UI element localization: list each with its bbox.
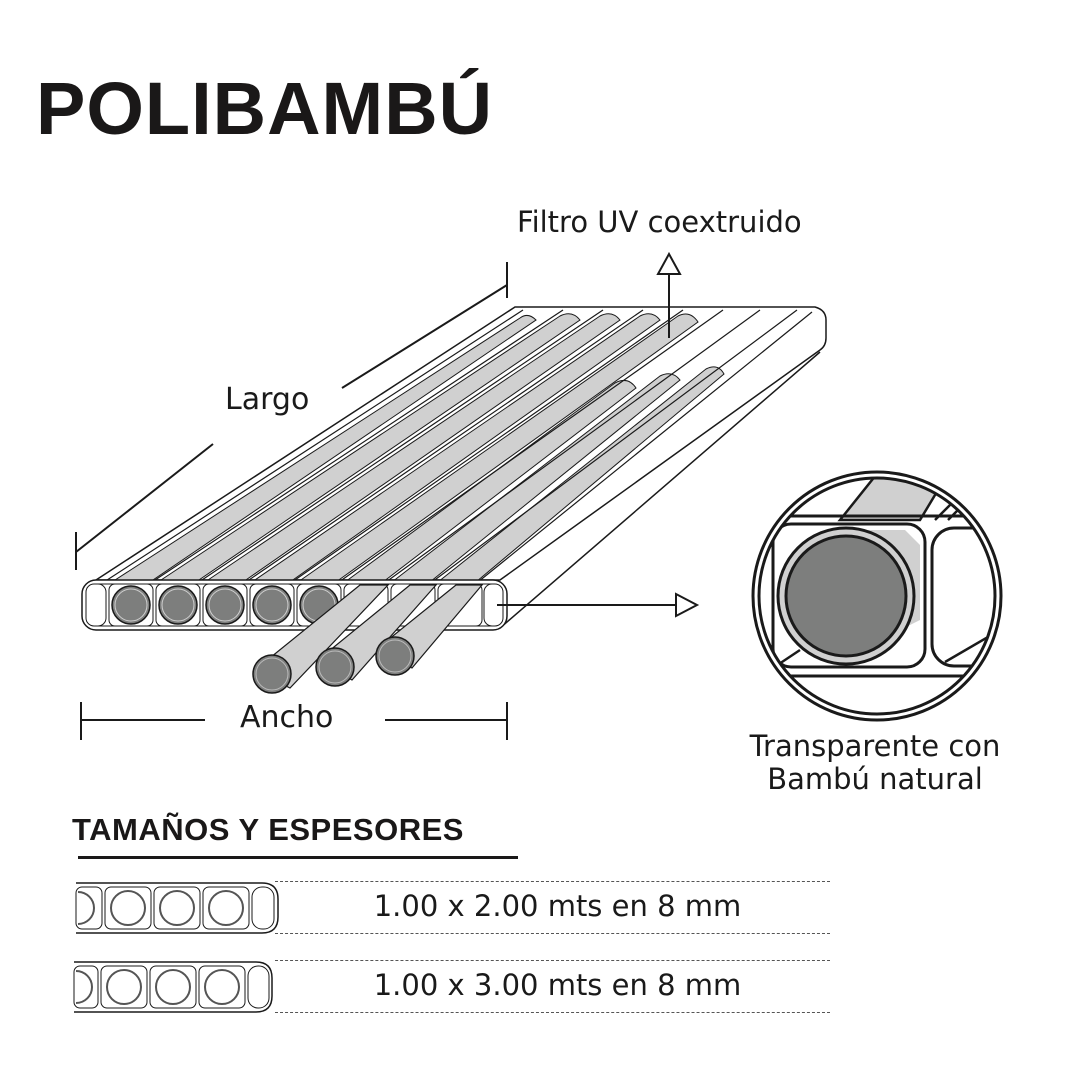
detail-magnifier	[751, 470, 1003, 722]
detail-caption: Transparente con Bambú natural	[720, 730, 1030, 796]
length-dimension-line	[75, 262, 508, 570]
sheet-profile-icon	[75, 882, 279, 934]
detail-caption-line2: Bambú natural	[767, 762, 983, 796]
sizes-heading: TAMAÑOS Y ESPESORES	[72, 812, 464, 847]
size-label: 1.00 x 3.00 mts en 8 mm	[373, 968, 742, 1002]
dashed-divider	[275, 933, 830, 934]
detail-caption-line1: Transparente con	[749, 729, 1001, 763]
size-row: 1.00 x 3.00 mts en 8 mm	[0, 960, 1079, 1020]
uv-filter-label: Filtro UV coextruido	[517, 205, 802, 239]
size-row: 1.00 x 2.00 mts en 8 mm	[0, 881, 1079, 941]
sizes-heading-underline	[78, 856, 518, 859]
width-label: Ancho	[240, 700, 334, 735]
dashed-divider	[275, 1012, 830, 1013]
sheet-profile-icon	[73, 961, 273, 1013]
dashed-divider	[275, 960, 830, 961]
sheet-top-surface	[93, 306, 827, 629]
width-dimension-line	[80, 702, 508, 740]
dashed-divider	[275, 881, 830, 882]
size-label: 1.00 x 2.00 mts en 8 mm	[373, 889, 742, 923]
length-label: Largo	[225, 382, 310, 417]
product-title: POLIBAMBÚ	[36, 67, 494, 150]
bamboo-rods	[252, 584, 484, 694]
detail-arrow	[497, 592, 700, 618]
uv-arrow	[656, 251, 682, 338]
